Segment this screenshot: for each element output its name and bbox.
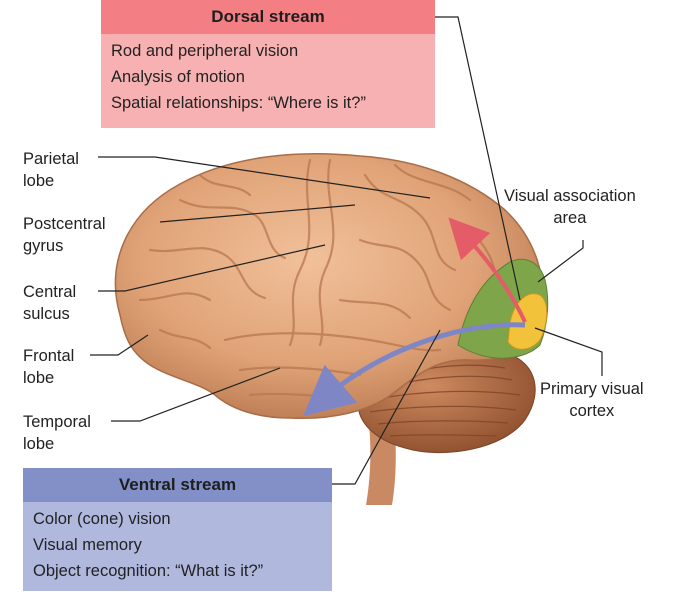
label-temporal-lobe: Temporal lobe <box>23 413 91 453</box>
leader-primary-visual <box>534 327 603 376</box>
ventral-stream-arrow <box>303 322 526 417</box>
dorsal-stream-title: Dorsal stream <box>101 0 435 34</box>
dorsal-stream-arrow <box>448 217 527 323</box>
ventral-stream-item: Color (cone) vision <box>33 510 171 528</box>
label-postcentral-gyrus: Postcentral gyrus <box>23 215 106 255</box>
ventral-stream-item: Visual memory <box>33 536 142 554</box>
leader-postcentral <box>159 204 356 223</box>
ventral-stream-title: Ventral stream <box>23 468 332 502</box>
leader-parietal <box>98 156 431 199</box>
leader-temporal <box>111 367 281 422</box>
ventral-stream-list: Color (cone) vision Visual memory Object… <box>23 502 332 584</box>
label-parietal-lobe: Parietal lobe <box>23 150 79 190</box>
label-visual-association-area: Visual association area <box>504 187 636 227</box>
dorsal-stream-item: Spatial relationships: “Where is it?” <box>111 94 366 112</box>
label-primary-visual-cortex: Primary visual cortex <box>540 380 644 420</box>
label-central-sulcus: Central sulcus <box>23 283 77 323</box>
leader-lines <box>90 16 603 485</box>
leader-central <box>98 244 326 292</box>
dorsal-stream-box: Dorsal stream Rod and peripheral vision … <box>101 0 435 128</box>
leader-dorsal <box>435 16 521 301</box>
ventral-stream-box: Ventral stream Color (cone) vision Visua… <box>23 468 332 591</box>
dorsal-stream-item: Analysis of motion <box>111 68 245 86</box>
label-frontal-lobe: Frontal lobe <box>23 347 75 387</box>
dorsal-stream-item: Rod and peripheral vision <box>111 42 299 60</box>
ventral-stream-item: Object recognition: “What is it?” <box>33 562 264 580</box>
leader-visual-assoc <box>537 240 584 283</box>
leader-frontal <box>90 334 149 356</box>
dorsal-stream-list: Rod and peripheral vision Analysis of mo… <box>101 34 435 116</box>
leader-ventral <box>332 329 441 485</box>
